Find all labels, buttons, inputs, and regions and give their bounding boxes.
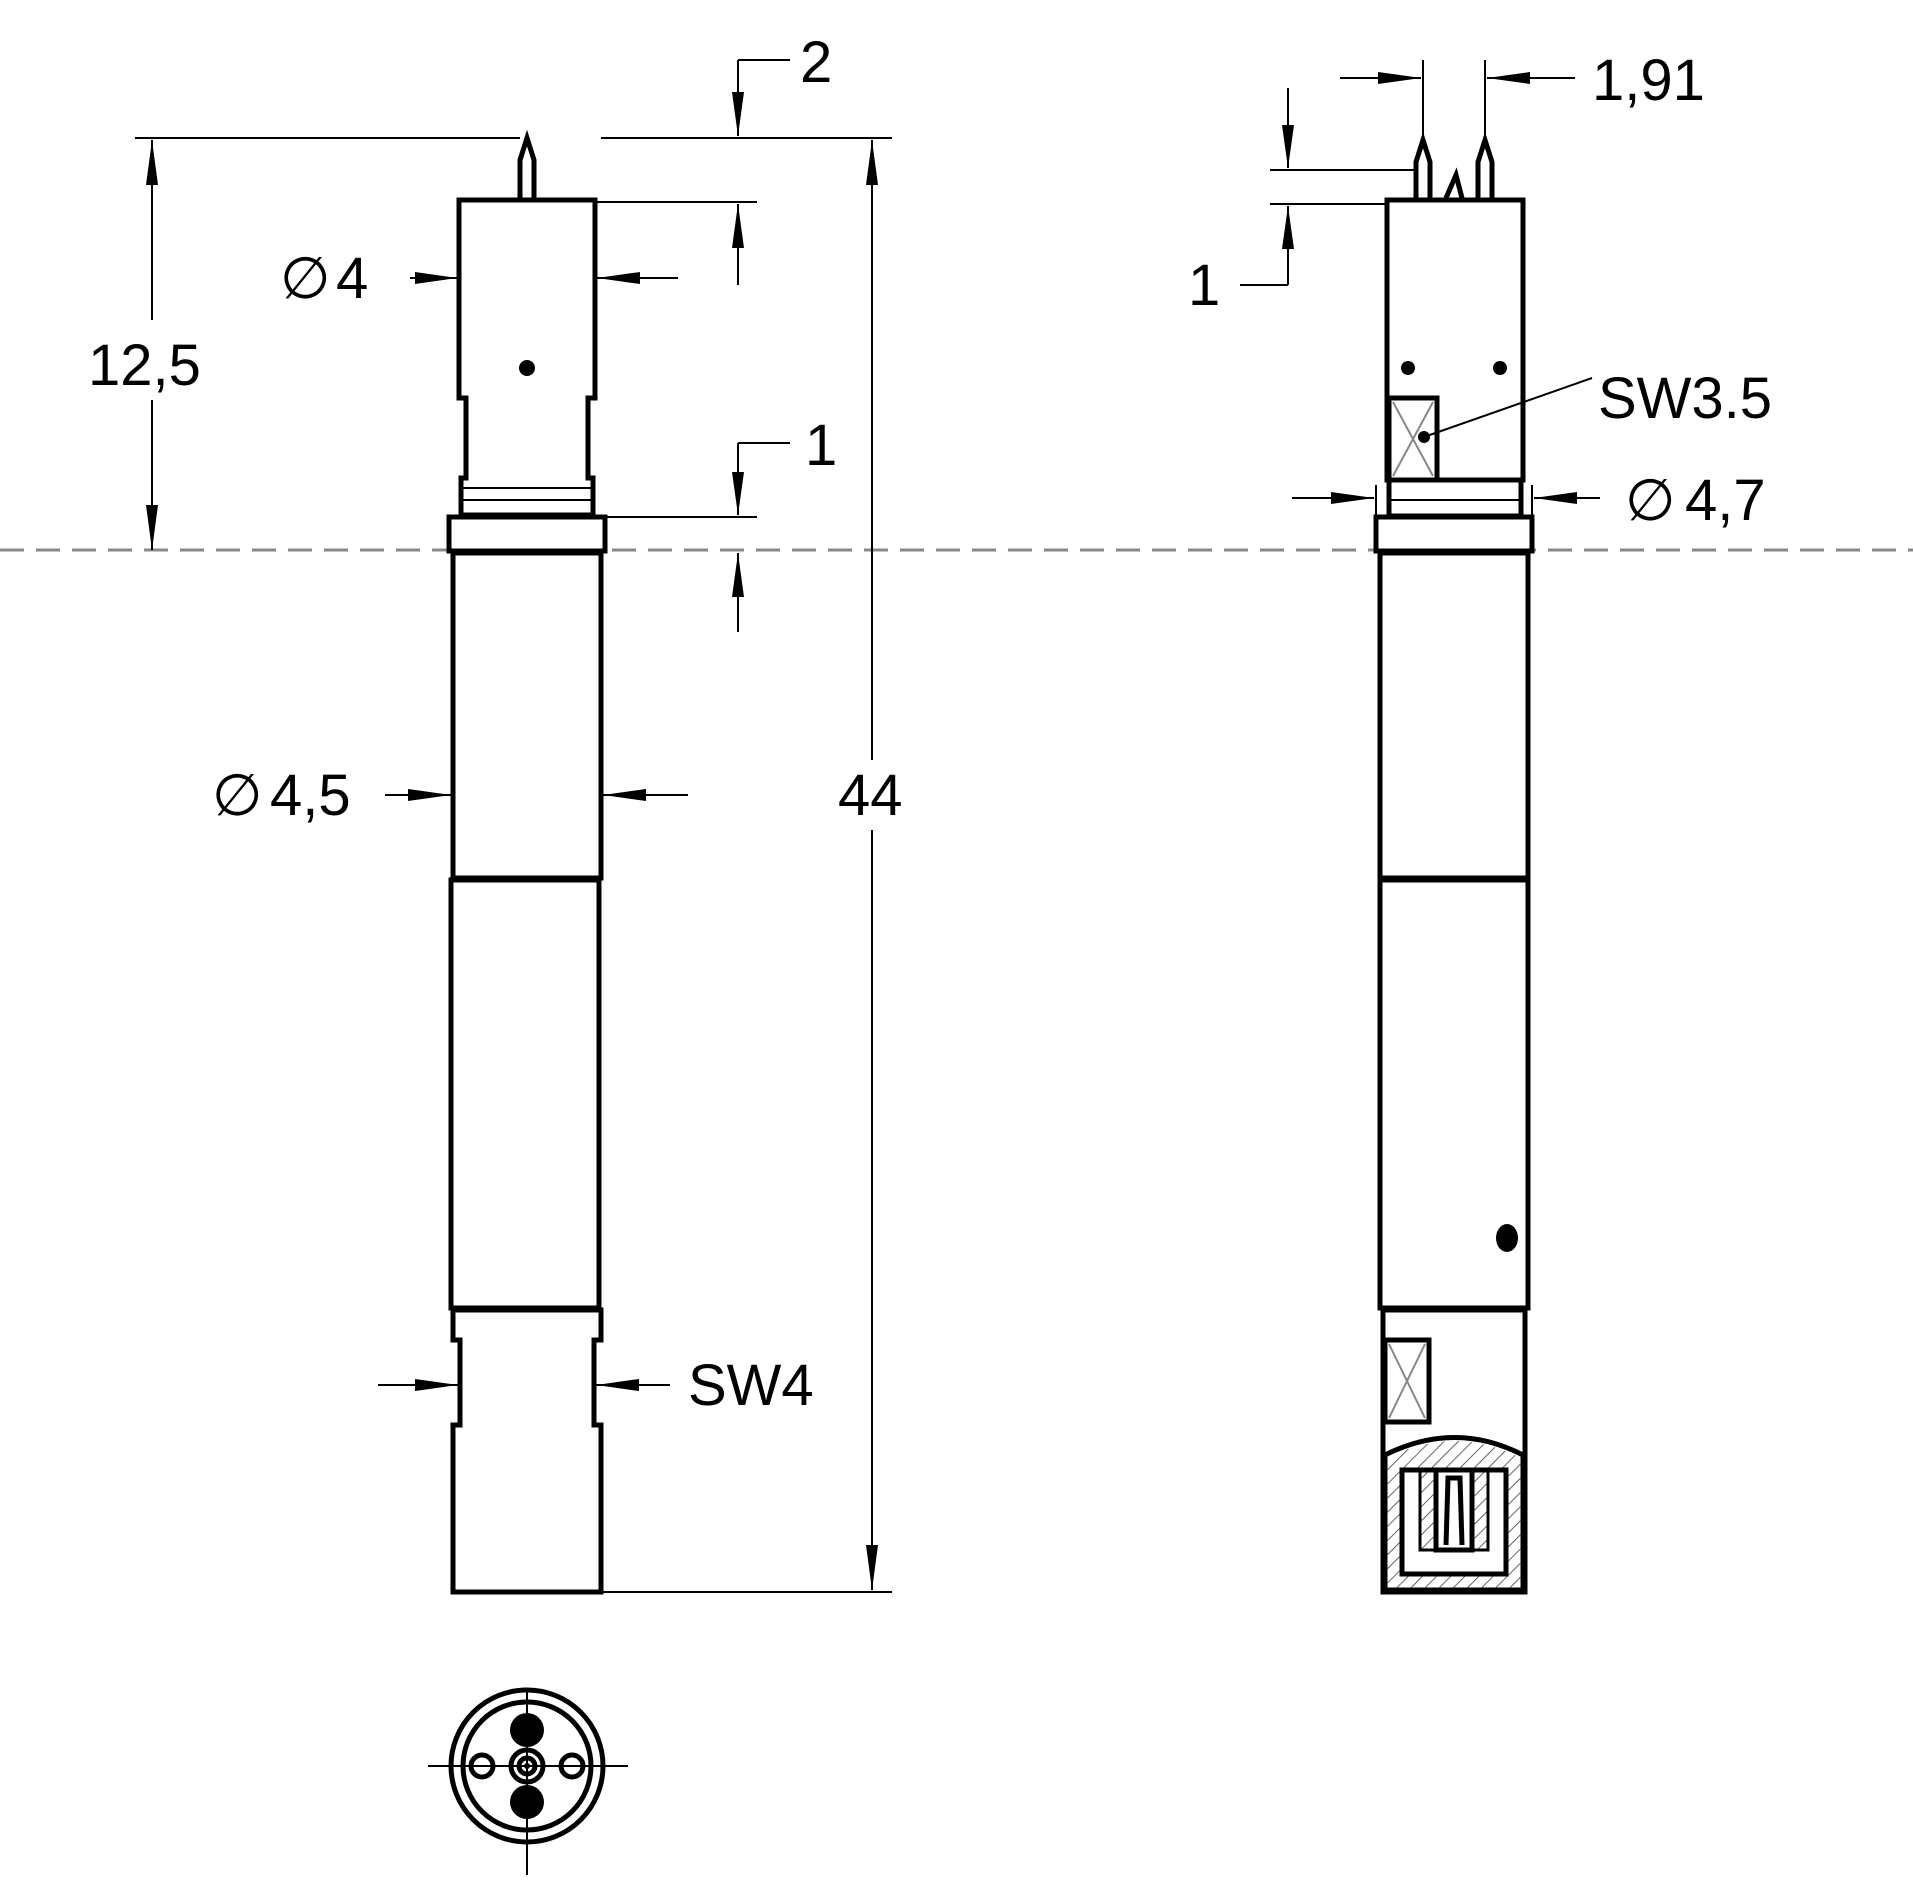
- right-head: [1384, 197, 1526, 483]
- collar-height-label: 1: [805, 413, 837, 478]
- pin-length-label: 2: [800, 30, 832, 95]
- left-wrench-section: [450, 1307, 604, 1595]
- right-pin-right: [1475, 131, 1495, 198]
- right-pin-left: [1413, 131, 1433, 198]
- left-head-dot: [519, 360, 535, 376]
- left-head: [456, 197, 598, 518]
- right-collar: [1373, 514, 1535, 554]
- left-body-middle: [448, 877, 602, 1311]
- sw4-label: SW4: [688, 1353, 814, 1418]
- head-length-label: 12,5: [88, 333, 201, 398]
- left-view: 44 12,5 2 1 ∅ 4 ∅: [88, 30, 903, 1595]
- collar-diameter-label: 4,7: [1685, 468, 1766, 533]
- overall-length-label: 44: [838, 763, 903, 828]
- right-body-upper: [1377, 550, 1531, 881]
- body-diameter-label: 4,5: [270, 763, 351, 828]
- right-view: 1,91 1 SW3.5 ∅ 4,7: [1188, 48, 1772, 1595]
- head-diameter-symbol: ∅: [280, 246, 331, 311]
- body-diameter-symbol: ∅: [212, 763, 263, 828]
- end-view-pin-bottom: [510, 1785, 544, 1819]
- left-collar: [446, 514, 608, 554]
- end-view-pin-top: [510, 1713, 544, 1747]
- right-pin-middle: [1443, 167, 1465, 199]
- head-diameter-label: 4: [336, 246, 368, 311]
- collar-diameter-symbol: ∅: [1625, 468, 1676, 533]
- left-body-upper: [450, 550, 604, 881]
- sw35-label: SW3.5: [1598, 366, 1772, 431]
- right-socket-cutaway: [1382, 1435, 1526, 1593]
- pin-pitch-label: 1,91: [1592, 48, 1705, 113]
- right-top-flat: [1386, 395, 1440, 483]
- left-pin: [517, 129, 537, 198]
- end-view: [428, 1687, 628, 1875]
- pin-offset-label: 1: [1188, 253, 1220, 318]
